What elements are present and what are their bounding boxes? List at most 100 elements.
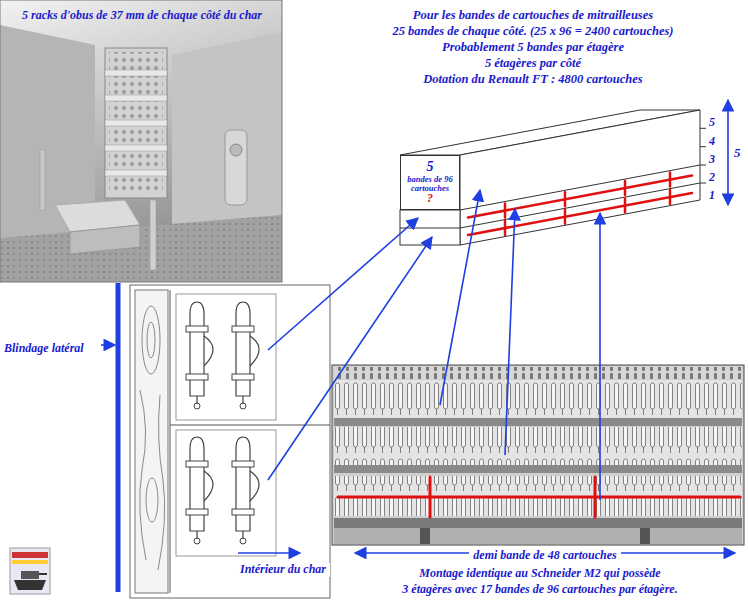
note-line: 5 étagères par côté bbox=[485, 56, 581, 70]
leader-arrow bbox=[268, 237, 432, 480]
shelf-box bbox=[700, 146, 706, 147]
question-mark: ? bbox=[427, 192, 433, 205]
shelf-box bbox=[700, 128, 706, 129]
site-logo bbox=[10, 548, 50, 594]
shell-rack-sketch bbox=[186, 302, 213, 409]
shell-rack-sketch bbox=[176, 430, 276, 556]
belt-rack-photo bbox=[334, 518, 742, 528]
shell-rack-sketch bbox=[142, 306, 160, 374]
note-line: Dotation du Renault FT : 4800 cartouches bbox=[423, 72, 642, 86]
shelf-number: 4 bbox=[709, 135, 715, 149]
shell-rack-sketch bbox=[232, 302, 259, 409]
tank-interior-photo bbox=[70, 225, 140, 254]
shelf-box bbox=[400, 110, 706, 245]
tank-interior-photo bbox=[0, 0, 282, 282]
shelf-number: 2 bbox=[709, 171, 715, 185]
half-belt-mark bbox=[338, 496, 740, 499]
cartridge-belt-mark bbox=[468, 176, 692, 218]
belt-rack-photo bbox=[334, 465, 742, 473]
shelf-box bbox=[700, 165, 706, 166]
shelf-box bbox=[400, 228, 460, 229]
tank-interior-photo bbox=[105, 120, 167, 126]
belt-rack-photo bbox=[640, 528, 650, 544]
shelf-number: 3 bbox=[709, 153, 715, 167]
belt-rack-photo bbox=[334, 427, 742, 465]
photo-caption: 5 racks d'obus de 37 mm de chaque côté d… bbox=[22, 9, 262, 23]
site-logo bbox=[10, 548, 50, 594]
half-belt-mark bbox=[594, 477, 597, 517]
shelf-box bbox=[700, 183, 706, 184]
cartridge-belt-mark bbox=[564, 192, 567, 206]
note-line: 25 bandes de chaque côté. (25 x 96 = 240… bbox=[392, 24, 673, 38]
side-armour-line bbox=[116, 283, 121, 592]
belt-rack-photo bbox=[334, 528, 742, 544]
leader-arrow bbox=[101, 190, 600, 553]
site-logo bbox=[12, 560, 48, 564]
shell-rack-sketch bbox=[176, 294, 276, 420]
tank-interior-photo bbox=[105, 48, 167, 198]
shell-rack-sketch bbox=[232, 437, 259, 544]
shell-rack-sketch bbox=[130, 285, 330, 598]
cartridge-belt-mark bbox=[504, 204, 507, 218]
leader-arrow bbox=[101, 344, 115, 346]
shelf-box bbox=[460, 165, 700, 210]
note-line: Probablement 5 bandes par étagère bbox=[442, 40, 624, 54]
site-logo bbox=[21, 571, 39, 579]
leader-arrow bbox=[238, 552, 300, 554]
leader-arrow bbox=[268, 218, 418, 350]
shell-rack-sketch bbox=[140, 390, 146, 560]
dimension-arrow bbox=[727, 100, 729, 205]
tank-interior-photo bbox=[150, 200, 156, 270]
tank-interior-photo bbox=[172, 32, 282, 235]
shelf-end-face: 5bandes de 96 cartouches? bbox=[400, 155, 460, 210]
cartridge-belt-mark bbox=[468, 173, 692, 236]
shell-rack-sketch bbox=[170, 290, 171, 593]
part-label: Blindage latéral bbox=[4, 342, 84, 356]
dimension-arrow bbox=[355, 100, 735, 553]
site-logo bbox=[14, 580, 46, 590]
dimension-label: demi bande de 48 cartouches bbox=[469, 549, 620, 563]
tank-interior-photo bbox=[0, 215, 282, 282]
shell-rack-sketch bbox=[186, 437, 213, 544]
shelf-number: 1 bbox=[709, 189, 715, 203]
leader-arrow bbox=[599, 213, 601, 500]
belt-rack-photo bbox=[334, 418, 742, 426]
shell-rack-sketch bbox=[147, 322, 155, 358]
shell-rack-sketch bbox=[130, 285, 330, 598]
site-logo bbox=[39, 573, 47, 575]
cartridge-belt-mark bbox=[624, 181, 627, 195]
shelf-text: bandes de 96 cartouches bbox=[403, 175, 457, 193]
shell-rack-sketch bbox=[135, 290, 168, 593]
cartridge-belt-mark bbox=[564, 210, 567, 224]
half-belt-mark bbox=[429, 477, 432, 517]
shell-rack-sketch bbox=[158, 395, 165, 570]
tank-interior-photo bbox=[0, 0, 282, 282]
tank-interior-photo bbox=[225, 130, 247, 205]
shelf-box bbox=[460, 183, 700, 228]
shelf-box bbox=[460, 110, 700, 245]
belt-rack-photo bbox=[420, 528, 430, 544]
leader-arrow bbox=[440, 190, 480, 405]
tank-interior-photo bbox=[105, 145, 167, 151]
tank-interior-photo bbox=[105, 70, 167, 76]
shell-rack-sketch bbox=[146, 478, 158, 522]
belt-rack-photo bbox=[334, 476, 742, 516]
cartridge-belt-mark bbox=[504, 221, 507, 235]
shelf-number: 5 bbox=[709, 116, 715, 130]
belt-rack-photo bbox=[334, 380, 742, 418]
caption-line: Montage identique au Schneider M2 qui po… bbox=[419, 567, 660, 581]
cartridge-belt-mark bbox=[468, 193, 692, 235]
belt-rack-photo bbox=[332, 365, 744, 545]
tank-interior-photo bbox=[105, 95, 167, 101]
tank-interior-photo bbox=[0, 0, 282, 282]
count-number: 5 bbox=[427, 160, 434, 175]
tank-interior-photo bbox=[105, 170, 167, 176]
caption-line: 3 étagères avec 17 bandes de 96 cartouch… bbox=[402, 583, 677, 597]
half-belt-mark bbox=[338, 477, 740, 517]
cartridge-belt-mark bbox=[669, 190, 672, 204]
belt-rack-photo bbox=[332, 365, 744, 545]
side-armour-line bbox=[118, 283, 119, 592]
